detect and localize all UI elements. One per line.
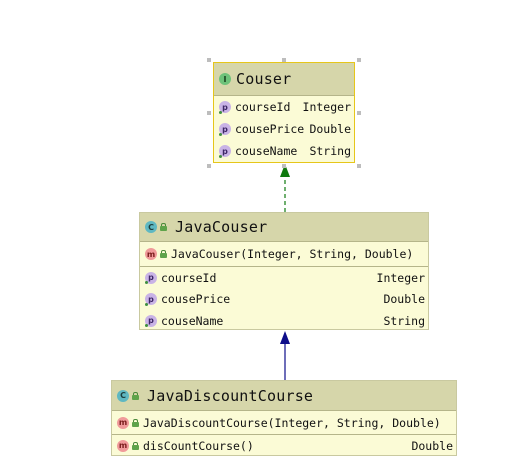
field-row[interactable]: p courseId Integer (214, 96, 354, 118)
constructor-row[interactable]: m JavaCouser(Integer, String, Double) (140, 242, 428, 266)
property-icon: p (145, 293, 157, 305)
method-icon: m (117, 416, 129, 429)
field-type: Double (383, 292, 425, 306)
field-name: courseId (161, 270, 217, 285)
property-icon: p (219, 145, 231, 157)
method-signature: JavaDiscountCourse(Integer, String, Doub… (143, 415, 441, 430)
visibility-pin-icon (219, 111, 222, 114)
field-row[interactable]: p cousePrice Double (214, 118, 354, 140)
field-type: Integer (376, 270, 425, 285)
extends-arrowhead (280, 331, 290, 344)
class-javadiscountcourse-header[interactable]: C JavaDiscountCourse (112, 381, 456, 411)
interface-couser-node[interactable]: I Couser p courseId Integer p cousePrice… (213, 62, 355, 163)
field-type: Integer (302, 100, 351, 114)
property-icon: p (219, 101, 231, 113)
method-icon: m (145, 248, 157, 260)
class-icon: C (145, 221, 157, 233)
lock-icon (132, 441, 139, 450)
method-signature: disCountCourse() (143, 438, 254, 453)
method-return-type: Double (411, 438, 453, 453)
field-type: String (309, 144, 351, 158)
class-name: JavaCouser (175, 218, 268, 236)
selection-handle[interactable] (357, 164, 361, 168)
selection-handle[interactable] (207, 58, 211, 62)
field-name: couseName (235, 144, 298, 158)
selection-handle[interactable] (207, 164, 211, 168)
property-icon: p (145, 271, 157, 284)
lock-icon (160, 250, 167, 258)
field-row[interactable]: p couseName String (214, 140, 354, 162)
section-divider (112, 434, 456, 435)
visibility-pin-icon (145, 324, 148, 327)
field-name: cousePrice (161, 292, 231, 306)
visibility-pin-icon (219, 155, 222, 158)
visibility-pin-icon (219, 133, 222, 136)
property-icon: p (219, 123, 231, 135)
selection-handle[interactable] (282, 164, 286, 168)
visibility-pin-icon (145, 281, 148, 284)
field-type: Double (309, 122, 351, 136)
implements-arrowhead (280, 164, 290, 177)
field-type: String (383, 313, 425, 328)
method-icon: m (117, 439, 129, 452)
method-signature: JavaCouser(Integer, String, Double) (171, 247, 414, 261)
selection-handle[interactable] (357, 111, 361, 115)
constructor-row[interactable]: m JavaDiscountCourse(Integer, String, Do… (112, 411, 456, 434)
field-name: courseId (235, 100, 291, 114)
method-row[interactable]: m disCountCourse() Double (112, 435, 456, 456)
selection-handle[interactable] (282, 58, 286, 62)
interface-icon: I (219, 73, 231, 85)
property-icon: p (145, 314, 157, 327)
selection-handle[interactable] (207, 111, 211, 115)
field-row[interactable]: p cousePrice Double (140, 288, 428, 310)
lock-icon (160, 223, 167, 231)
class-name: JavaDiscountCourse (147, 386, 314, 405)
class-javacouser-header[interactable]: C JavaCouser (140, 213, 428, 242)
lock-icon (132, 391, 139, 400)
field-row[interactable]: p couseName String (140, 310, 428, 331)
selection-handle[interactable] (357, 58, 361, 62)
class-javadiscountcourse-node[interactable]: C JavaDiscountCourse m JavaDiscountCours… (111, 380, 457, 456)
class-javacouser-node[interactable]: C JavaCouser m JavaCouser(Integer, Strin… (139, 212, 429, 330)
section-divider (140, 266, 428, 267)
field-row[interactable]: p courseId Integer (140, 267, 428, 288)
field-name: couseName (161, 313, 224, 328)
class-name: Couser (236, 70, 292, 88)
field-name: cousePrice (235, 122, 305, 136)
visibility-pin-icon (145, 303, 148, 306)
lock-icon (132, 418, 139, 427)
interface-couser-header[interactable]: I Couser (214, 63, 354, 96)
class-icon: C (117, 389, 129, 402)
